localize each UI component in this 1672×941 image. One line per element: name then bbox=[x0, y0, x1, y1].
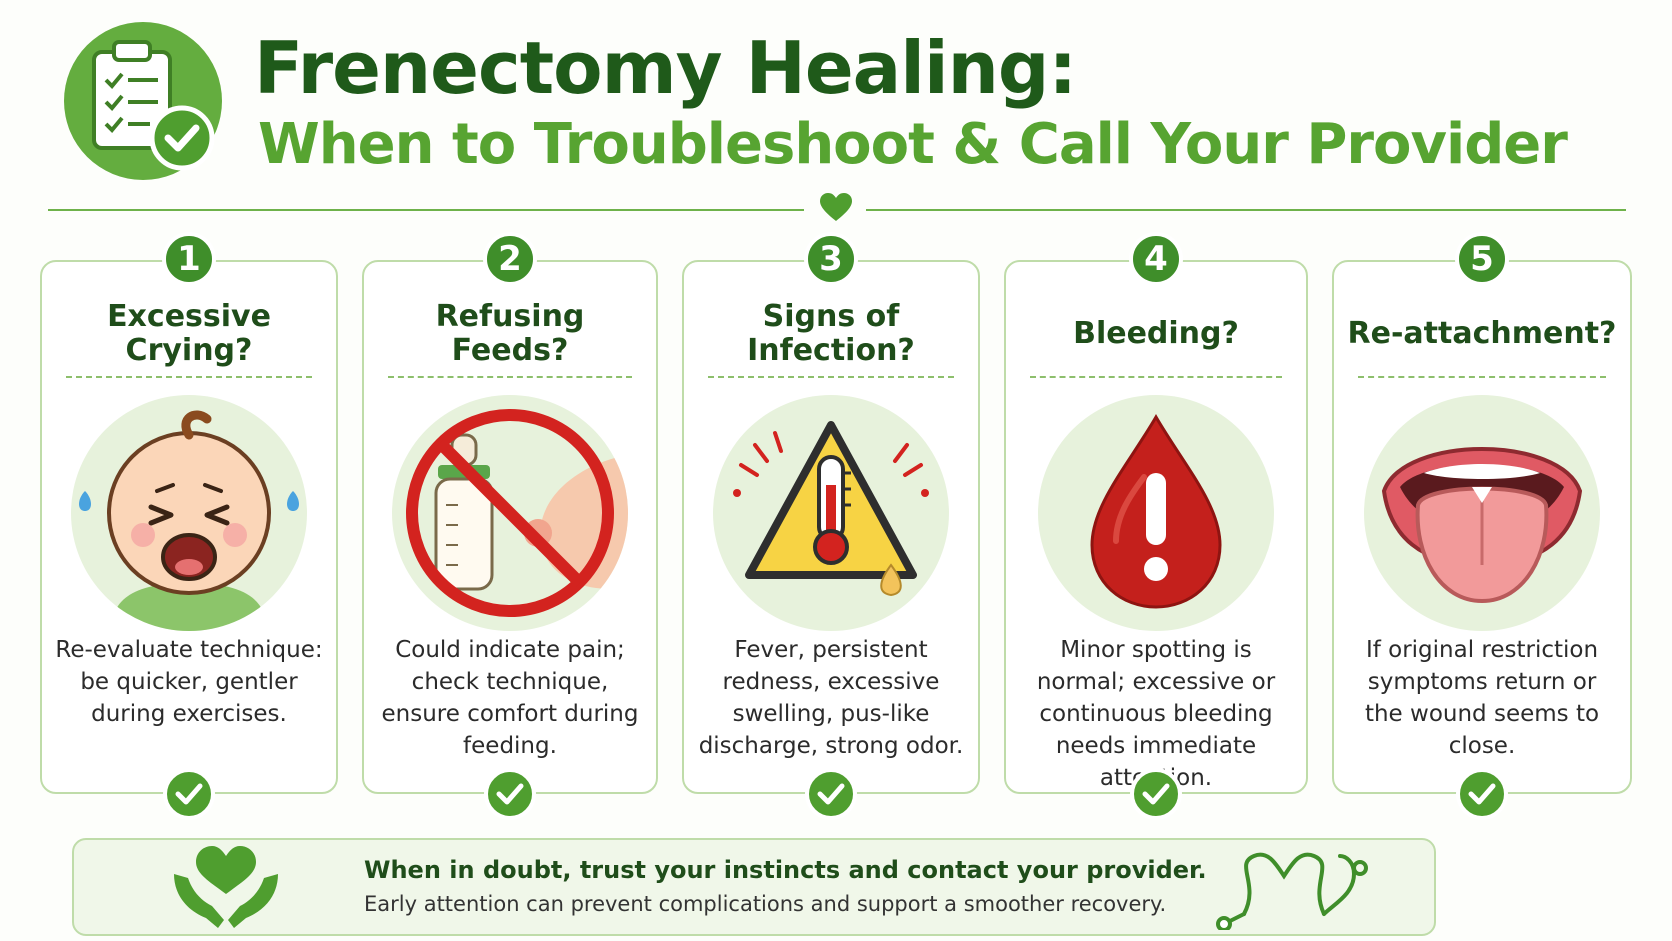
card-title: Refusing Feeds? bbox=[435, 299, 585, 368]
card-title: Excessive Crying? bbox=[107, 299, 271, 368]
no-feeding-icon bbox=[392, 395, 628, 631]
card-signs-of-infection: 3 Signs of Infection? Fever, persistent … bbox=[682, 232, 980, 820]
page-subtitle: When to Troubleshoot & Call Your Provide… bbox=[258, 112, 1568, 177]
card-divider bbox=[1358, 376, 1606, 378]
footer-headline: When in doubt, trust your instincts and … bbox=[364, 856, 1207, 884]
card-title: Bleeding? bbox=[1073, 316, 1239, 351]
card-refusing-feeds: 2 Refusing Feeds? Could indicate pain; c… bbox=[362, 232, 658, 820]
card-divider bbox=[388, 376, 632, 378]
card-title: Re-attachment? bbox=[1347, 316, 1617, 351]
footer-callout: When in doubt, trust your instincts and … bbox=[72, 838, 1436, 936]
step-number-badge: 3 bbox=[804, 232, 858, 286]
check-icon bbox=[1130, 768, 1182, 820]
clipboard-check-icon bbox=[64, 22, 222, 180]
footer-subtext: Early attention can prevent complication… bbox=[364, 892, 1167, 916]
blood-drop-alert-icon bbox=[1038, 395, 1274, 631]
card-divider bbox=[708, 376, 954, 378]
open-mouth-tongue-icon bbox=[1364, 395, 1600, 631]
card-description: Could indicate pain; check technique, en… bbox=[381, 637, 639, 759]
card-description: Fever, persistent redness, excessive swe… bbox=[698, 637, 964, 759]
card-bleeding: 4 Bleeding? Minor spotting is normal; ex… bbox=[1004, 232, 1308, 820]
card-description: If original restriction symptoms return … bbox=[1364, 637, 1600, 759]
card-excessive-crying: 1 Excessive Crying? Re-evaluate techniqu… bbox=[40, 232, 338, 820]
card-description: Re-evaluate technique: be quicker, gentl… bbox=[55, 637, 323, 727]
card-divider bbox=[1030, 376, 1282, 378]
card-title: Signs of Infection? bbox=[747, 299, 915, 368]
check-icon bbox=[1456, 768, 1508, 820]
header-divider-left bbox=[48, 209, 804, 211]
card-divider bbox=[66, 376, 312, 378]
header-divider-right bbox=[866, 209, 1626, 211]
step-number-badge: 4 bbox=[1129, 232, 1183, 286]
step-number-badge: 5 bbox=[1455, 232, 1509, 286]
card-re-attachment: 5 Re-attachment? If original restriction… bbox=[1332, 232, 1632, 820]
page-title: Frenectomy Healing: bbox=[254, 26, 1077, 110]
step-number-badge: 2 bbox=[483, 232, 537, 286]
heart-hands-icon bbox=[166, 844, 286, 934]
crying-baby-icon bbox=[71, 395, 307, 631]
heart-icon bbox=[820, 193, 852, 227]
fever-warning-icon bbox=[713, 395, 949, 631]
check-icon bbox=[484, 768, 536, 820]
check-icon bbox=[805, 768, 857, 820]
step-number-badge: 1 bbox=[162, 232, 216, 286]
stethoscope-heart-icon bbox=[1214, 844, 1374, 934]
check-icon bbox=[163, 768, 215, 820]
